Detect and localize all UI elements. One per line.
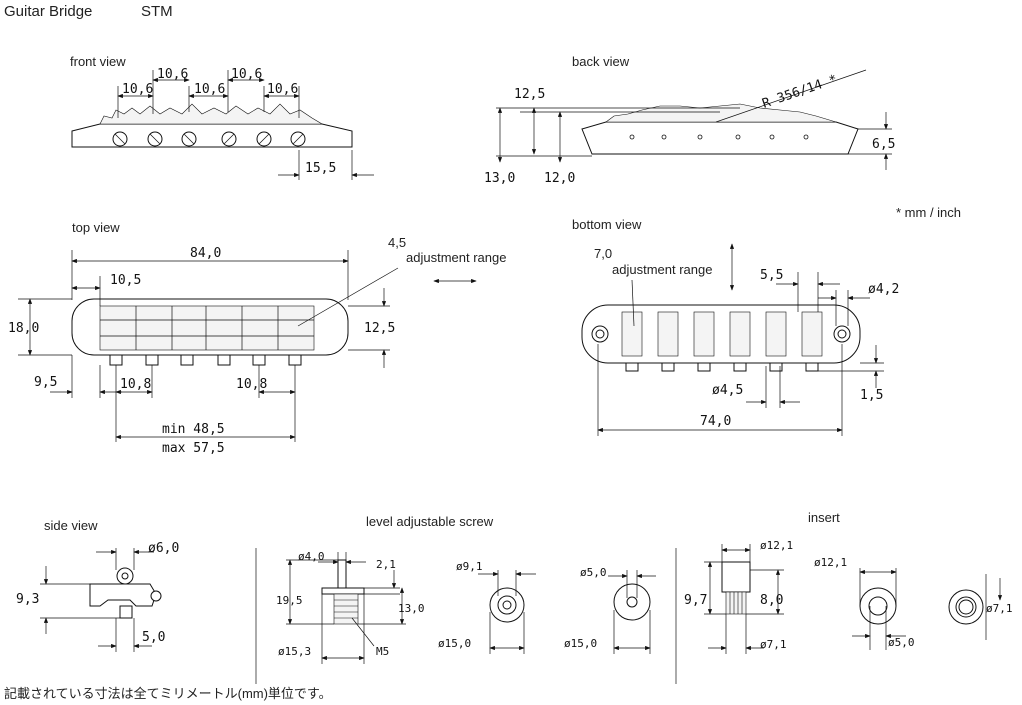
- screw-thread: [333, 593, 359, 625]
- side-dim-diam: ø6,0: [148, 541, 179, 556]
- bottom-view-label: bottom view: [572, 217, 642, 232]
- screw-dim-d3: ø15,3: [278, 645, 311, 658]
- back-saddles: [605, 103, 837, 123]
- screw-head: [321, 587, 365, 595]
- insert-dim-d1: ø12,1: [760, 539, 793, 552]
- unit-note: * mm / inch: [896, 205, 961, 220]
- side-bridge-body: [89, 583, 157, 607]
- top-dim-length: 84,0: [190, 246, 221, 261]
- top-dim-height: 12,5: [364, 321, 395, 336]
- screw-view: level adjustable screw ø4,0 2,1 19,5 13,…: [276, 514, 656, 664]
- bottom-dim-length: 74,0: [700, 414, 731, 429]
- model-name: STM: [141, 3, 173, 20]
- bottom-dim-w1: 5,5: [760, 268, 783, 283]
- top-range-value: 4,5: [388, 235, 406, 250]
- screw-shaft: [337, 559, 347, 589]
- insert-view-label: insert: [808, 510, 840, 525]
- front-dim-5: 10,6: [267, 82, 298, 97]
- back-view: back view 12,5 13,0 12,0 R 356/14 * 6,5: [484, 54, 895, 186]
- bottom-range-label: adjustment range: [612, 262, 712, 277]
- top-range-label: adjustment range: [406, 250, 506, 265]
- screw-dim-thread: M5: [376, 645, 389, 658]
- back-dim-radius: R 356/14 *: [760, 72, 839, 112]
- top-dim-post2: 10,8: [236, 377, 267, 392]
- screw-dim-d1: ø4,0: [298, 550, 325, 563]
- insert-dim-d3: ø12,1: [814, 556, 847, 569]
- side-view: side view ø6,0 9,3 5,0: [16, 518, 179, 652]
- insert-knurl: [725, 591, 747, 615]
- top-dim-post1: 10,8: [120, 377, 151, 392]
- side-dim-base: 5,0: [142, 630, 165, 645]
- insert-dim-h1: 9,7: [684, 593, 707, 608]
- screw-dim-c2b: ø15,0: [564, 637, 597, 650]
- bottom-range-value: 7,0: [594, 246, 612, 261]
- insert-dim-d2: ø7,1: [760, 638, 787, 651]
- side-view-label: side view: [44, 518, 98, 533]
- bottom-bridge-body: [581, 304, 861, 364]
- screw-view-label: level adjustable screw: [366, 514, 494, 529]
- insert-dim-d4: ø5,0: [888, 636, 915, 649]
- screw-dim-c1b: ø15,0: [438, 637, 471, 650]
- bottom-dim-h: 1,5: [860, 388, 883, 403]
- top-dim-width: 18,0: [8, 321, 39, 336]
- screw-dim-c2a: ø5,0: [580, 566, 607, 579]
- front-dim-3: 10,6: [194, 82, 225, 97]
- top-saddles: [99, 305, 315, 351]
- top-dim-offset: 10,5: [110, 273, 141, 288]
- screw-dim-h2: 13,0: [398, 602, 425, 615]
- insert-view: insert ø12,1 9,7 8,0 ø7,1 ø12,1 ø5,0: [684, 510, 1013, 654]
- front-saddles: [99, 103, 324, 125]
- back-dim-h2: 13,0: [484, 171, 515, 186]
- front-screw-heads: [112, 131, 306, 147]
- front-view-label: front view: [70, 54, 126, 69]
- top-dim-left: 9,5: [34, 375, 57, 390]
- back-bridge-body: [581, 121, 859, 155]
- back-dim-h1: 12,5: [514, 87, 545, 102]
- back-dim-h3: 12,0: [544, 171, 575, 186]
- front-dim-4: 10,6: [231, 67, 262, 82]
- top-view-label: top view: [72, 220, 120, 235]
- top-view: top view 84,0 10,5 18,0 1: [8, 220, 506, 456]
- screw-dim-c1a: ø9,1: [456, 560, 483, 573]
- bottom-posts: [625, 362, 819, 372]
- screw-dim-d2: 2,1: [376, 558, 396, 571]
- bottom-saddles: [621, 311, 823, 357]
- front-view: front view 10,6 10,6 10,6 10,6 10,6: [70, 54, 374, 180]
- screw-dim-h1: 19,5: [276, 594, 303, 607]
- insert-body: [721, 561, 751, 593]
- front-dim-2: 10,6: [157, 67, 188, 82]
- top-dim-min: min 48,5: [162, 422, 225, 437]
- front-dim-1: 10,6: [122, 82, 153, 97]
- front-dim-end: 15,5: [305, 161, 336, 176]
- side-dim-height: 9,3: [16, 592, 39, 607]
- bottom-view: bottom view 7,0 adjustment range 5,5 ø4,…: [572, 217, 899, 436]
- back-view-label: back view: [572, 54, 630, 69]
- bottom-dim-post: ø4,5: [712, 383, 743, 398]
- footnote: 記載されている寸法は全てミリメートル(mm)単位です。: [4, 686, 332, 701]
- top-posts: [109, 354, 302, 366]
- insert-dim-d5: ø7,1: [986, 602, 1013, 615]
- page-title: Guitar Bridge: [4, 3, 92, 20]
- insert-dim-h2: 8,0: [760, 593, 783, 608]
- back-dim-end: 6,5: [872, 137, 895, 152]
- top-dim-max: max 57,5: [162, 441, 225, 456]
- bottom-dim-hole: ø4,2: [868, 282, 899, 297]
